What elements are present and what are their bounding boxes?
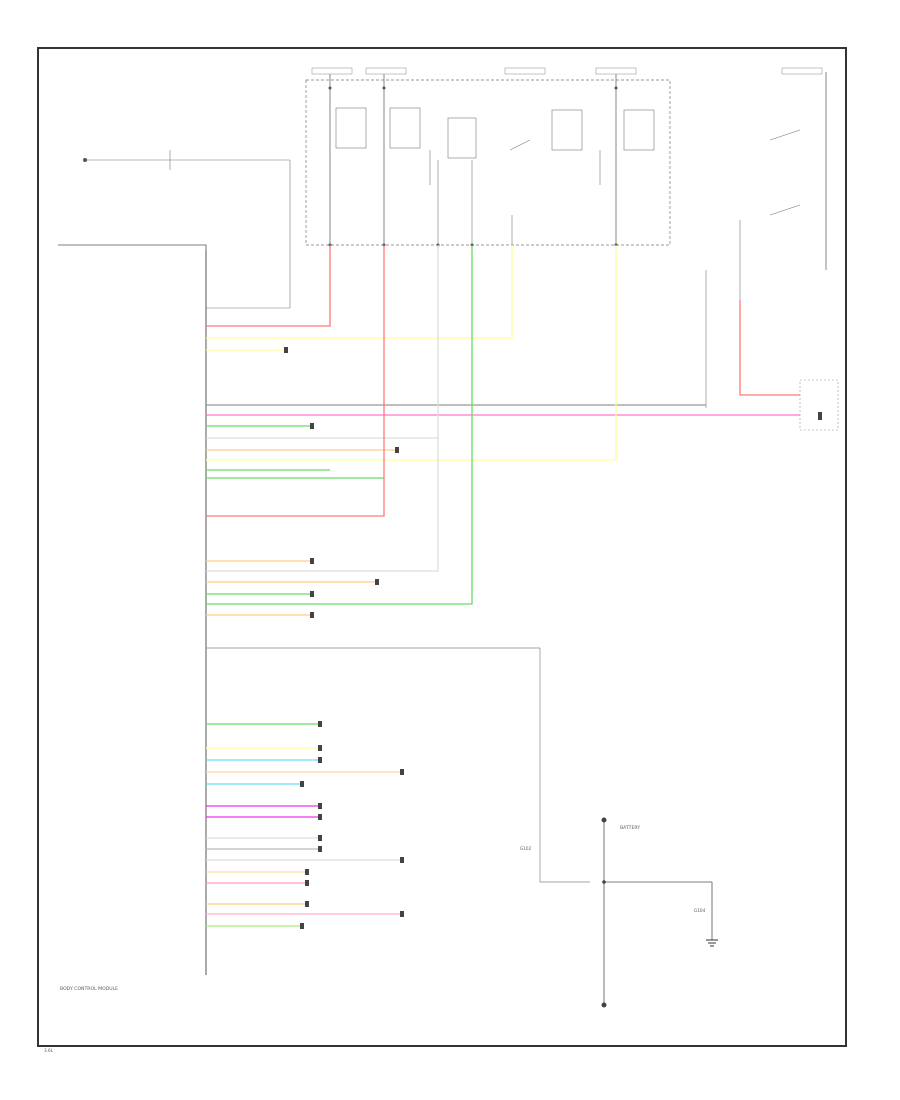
module-connector (58, 244, 207, 975)
wire-white-2 (206, 438, 439, 572)
ground-symbol (706, 939, 718, 947)
wire-ground-main (206, 647, 590, 883)
right-connector (799, 379, 839, 431)
battery-label: BATTERY (620, 825, 640, 831)
connector-markers (284, 347, 404, 929)
wire-battery-red-2 (206, 245, 385, 517)
module-wires (206, 245, 800, 927)
fuse-feeds (311, 67, 827, 270)
ground-label-g102: G102 (520, 846, 532, 851)
wire-red-right (739, 300, 800, 396)
wire-park-lamp-yellow (206, 245, 513, 339)
module-caption: BODY CONTROL MODULE (60, 986, 118, 992)
diagram-border (37, 47, 847, 1047)
relay-group (335, 107, 655, 245)
ground-label-g104: G104 (694, 908, 706, 913)
battery-circuit (601, 817, 713, 1008)
wire-yellow-3 (206, 245, 617, 461)
left-input-circuit (83, 150, 291, 309)
splice-dots (328, 86, 618, 247)
fuse-block-outline (305, 79, 671, 246)
wire-battery-red (206, 245, 331, 327)
switch-group (705, 129, 801, 408)
wire-green-5 (206, 245, 473, 605)
page-code: 3.6L (44, 1048, 54, 1053)
wire-white-1 (206, 245, 439, 439)
